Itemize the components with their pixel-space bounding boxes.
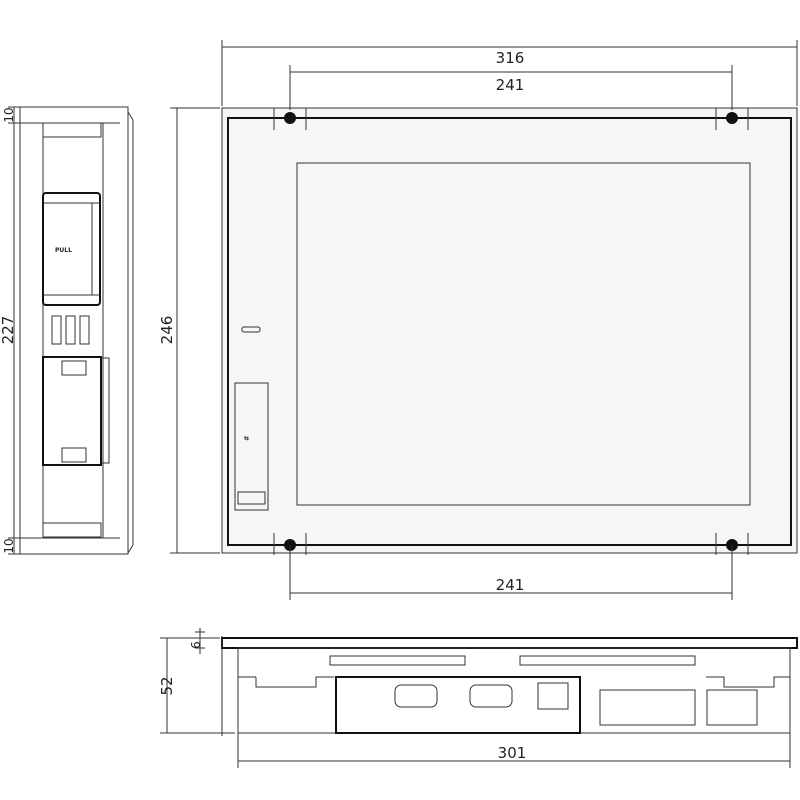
dim-bottom-10: 10 [2, 538, 16, 553]
front-bezel [221, 107, 798, 554]
dim-bezel-6: 6 [189, 641, 203, 649]
dim-mount-bottom-241: 241 [496, 576, 525, 594]
screw-icon [284, 112, 296, 124]
screw-icon [726, 112, 738, 124]
svg-text:⇆: ⇆ [244, 435, 249, 442]
side-outline [19, 106, 129, 555]
latch [61, 447, 87, 463]
usb-port-cover: ⇆ [234, 382, 269, 511]
dim-height-227: 227 [0, 316, 17, 345]
battery-cover [42, 356, 102, 466]
ethernet-port [537, 682, 569, 710]
serial-port-1 [394, 684, 438, 708]
mount-screws [273, 108, 749, 555]
dim-width-301: 301 [498, 744, 527, 762]
serial-port-2 [469, 684, 513, 708]
bottom-view: 6 52 301 [158, 628, 798, 768]
bezel-edge [221, 637, 798, 649]
dim-mount-top-241: 241 [496, 76, 525, 94]
front-frame [227, 117, 792, 546]
pull-cover [42, 192, 101, 306]
dim-top-10: 10 [2, 107, 16, 122]
connector-block [335, 676, 581, 734]
vent-slots [329, 655, 696, 666]
status-led [241, 326, 261, 333]
dim-depth-52: 52 [158, 676, 176, 695]
display-screen [296, 162, 751, 506]
dip-switches [706, 689, 758, 726]
dim-height-246: 246 [158, 316, 176, 345]
side-view: PULL 10 227 10 [0, 106, 134, 555]
dim-width-316: 316 [496, 49, 525, 67]
latch [61, 360, 87, 376]
pull-label: PULL [55, 247, 72, 254]
power-terminal [599, 689, 696, 726]
front-view: ⇆ 316 241 241 246 [158, 40, 798, 600]
dimension-lines [170, 40, 798, 600]
